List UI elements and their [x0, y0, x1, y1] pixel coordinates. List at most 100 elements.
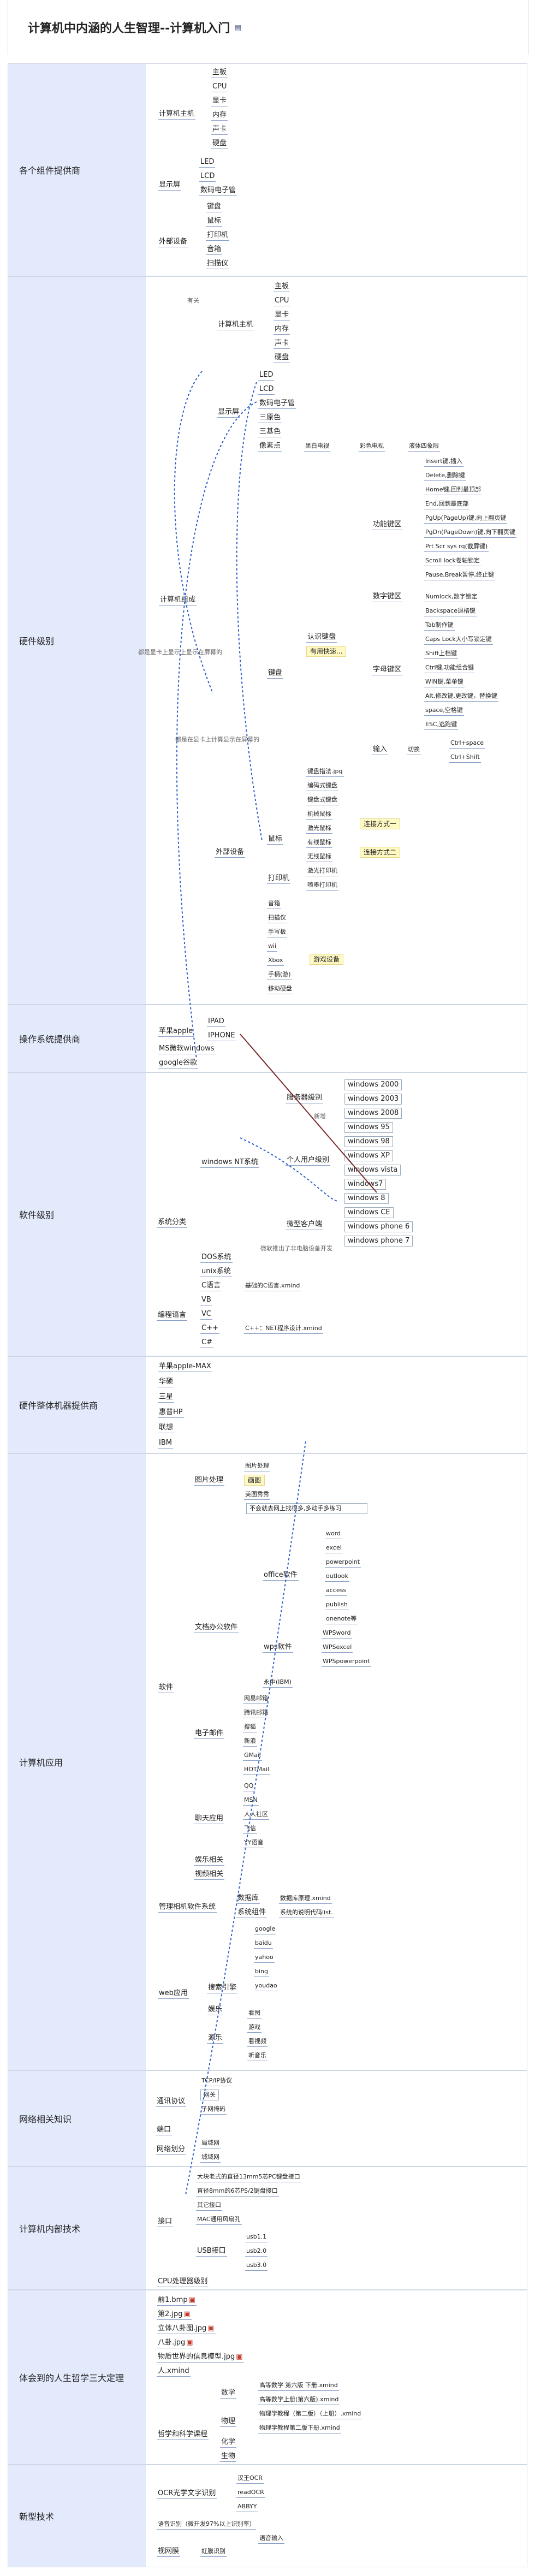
- node-item[interactable]: 主板: [211, 68, 228, 78]
- node-item[interactable]: QQ: [243, 1782, 255, 1791]
- node-item[interactable]: Shift上档键: [424, 649, 459, 659]
- node-item[interactable]: 手柄(游): [267, 970, 292, 980]
- node-item[interactable]: 数码电子管: [258, 399, 296, 409]
- node-network[interactable]: 网络划分: [156, 2145, 187, 2155]
- node-prog[interactable]: 编程语言: [157, 1311, 188, 1321]
- node-item[interactable]: yahoo: [254, 1953, 275, 1963]
- node-search[interactable]: 搜索引擎: [207, 1984, 238, 1993]
- node-item[interactable]: 苹果apple-MAX: [158, 1362, 212, 1372]
- node-file[interactable]: 八卦.jpg▣: [157, 2338, 194, 2348]
- node-ocr[interactable]: OCR光学文字识别: [157, 2489, 217, 2499]
- node-keyboard[interactable]: 键盘: [267, 669, 284, 679]
- node-personal[interactable]: 个人用户级别: [286, 1156, 331, 1166]
- node-item[interactable]: 手写板: [267, 928, 287, 937]
- node-item[interactable]: windows 2000: [344, 1079, 402, 1090]
- node-item[interactable]: LCD: [258, 385, 275, 395]
- node-file-link[interactable]: 物理学教程第二版下册.xmind: [258, 2424, 341, 2433]
- node-port[interactable]: 接口: [157, 2217, 174, 2227]
- node-item[interactable]: 编码式键盘: [306, 781, 338, 791]
- node-item[interactable]: 图片处理: [244, 1462, 270, 1471]
- node-item[interactable]: 三基色: [258, 428, 282, 437]
- node-mouse-note[interactable]: 连接方式一: [360, 818, 401, 829]
- node-item[interactable]: 惠普HP: [158, 1408, 184, 1418]
- node-peripheral[interactable]: 外部设备: [158, 238, 189, 247]
- node-chem[interactable]: 化学: [220, 2438, 237, 2448]
- node-item[interactable]: excel: [325, 1544, 343, 1553]
- node-item[interactable]: GMail: [243, 1751, 262, 1761]
- node-item[interactable]: 联想: [158, 1423, 175, 1433]
- node-mouse[interactable]: 鼠标: [267, 835, 284, 845]
- node-item[interactable]: Insert键,插入: [424, 457, 464, 467]
- node-item[interactable]: 声卡: [274, 339, 290, 349]
- node-item[interactable]: 局域网: [200, 2139, 221, 2148]
- node-item[interactable]: 内存: [211, 111, 228, 121]
- node-item[interactable]: 移动硬盘: [267, 984, 293, 994]
- node-item[interactable]: Scroll lock卷轴锁定: [424, 556, 481, 566]
- node-port[interactable]: 端口: [156, 2126, 173, 2135]
- node-win-nt[interactable]: windows NT系统: [200, 1158, 259, 1168]
- node-item[interactable]: Delete,删除键: [424, 471, 466, 481]
- node-item[interactable]: 语音输入: [258, 2534, 284, 2544]
- node-item[interactable]: usb2.0: [245, 2247, 268, 2257]
- node-item[interactable]: C#: [200, 1338, 213, 1348]
- node-item[interactable]: C++: [200, 1324, 219, 1334]
- node-display[interactable]: 显示屏: [158, 181, 182, 191]
- node-item[interactable]: WPSpowerpoint: [322, 1657, 371, 1667]
- node-game-device[interactable]: 游戏设备: [310, 954, 344, 965]
- node-item[interactable]: 直径8mm的6芯PS/2键盘接口: [196, 2187, 279, 2197]
- node-file-link[interactable]: 数据库原理.xmind: [279, 1894, 332, 1904]
- node-item[interactable]: 听音乐: [247, 2051, 268, 2061]
- node-item[interactable]: usb3.0: [245, 2261, 268, 2271]
- node-protocol[interactable]: 通讯协议: [156, 2097, 187, 2107]
- node-item[interactable]: Caps Lock大小写锁定键: [424, 635, 493, 645]
- node-item[interactable]: google: [254, 1925, 277, 1934]
- node-item[interactable]: 飞信: [243, 1824, 257, 1834]
- node-file-link[interactable]: 高等数学 第六版 下册.xmind: [258, 2381, 339, 2391]
- node-item[interactable]: WPSexcel: [322, 1643, 353, 1653]
- node-item[interactable]: 键盘式键盘: [306, 796, 338, 805]
- node-item[interactable]: 扫描仪: [206, 259, 230, 269]
- node-google[interactable]: google谷歌: [158, 1059, 199, 1069]
- node-item[interactable]: PgUp(PageUp)键,向上翻页键: [424, 514, 508, 524]
- node-item[interactable]: onenote等: [325, 1615, 358, 1624]
- node-cpu[interactable]: CPU处理器级别: [157, 2277, 209, 2287]
- node-item[interactable]: 看图: [247, 2009, 261, 2019]
- node-item[interactable]: windows XP: [344, 1150, 393, 1161]
- node-item[interactable]: windows phone 6: [344, 1221, 413, 1232]
- node-item[interactable]: windows vista: [344, 1165, 401, 1176]
- node-switch[interactable]: 切换: [407, 745, 421, 755]
- node-item[interactable]: 子网掩码: [200, 2105, 227, 2115]
- node-pc-host[interactable]: 计算机主机: [158, 110, 196, 120]
- node-item[interactable]: 黑白电视: [304, 442, 330, 452]
- node-item[interactable]: Ctrl键,功能组合键: [424, 663, 475, 673]
- node-file-link[interactable]: 系统的说明代码list.: [279, 1908, 334, 1918]
- node-learn[interactable]: 哲学和科学课程: [157, 2430, 209, 2440]
- node-item[interactable]: 看视频: [247, 2037, 268, 2047]
- node-item[interactable]: 硬盘: [211, 139, 228, 149]
- node-item[interactable]: 打印机: [206, 231, 230, 241]
- node-item[interactable]: space,空格键: [424, 706, 464, 716]
- node-item[interactable]: usb1.1: [245, 2233, 268, 2242]
- node-useful-tool[interactable]: 有用快速...: [306, 646, 347, 657]
- node-item[interactable]: IBM: [158, 1439, 173, 1449]
- node-voice[interactable]: 语音识别（微开发97%以上识别率）: [157, 2520, 257, 2530]
- node-item[interactable]: windows phone 7: [344, 1236, 413, 1247]
- node-file[interactable]: 人.xmind: [157, 2367, 191, 2377]
- node-item[interactable]: 虹膜识别: [200, 2547, 227, 2557]
- node-item[interactable]: wii: [267, 942, 278, 952]
- node-item[interactable]: LCD: [199, 172, 216, 182]
- node-item[interactable]: Xbox: [267, 956, 284, 966]
- node-item[interactable]: 新浪: [243, 1737, 257, 1747]
- node-item[interactable]: 人人社区: [243, 1810, 269, 1820]
- node-math[interactable]: 数学: [220, 2389, 237, 2399]
- node-item[interactable]: 游戏: [247, 2023, 261, 2033]
- node-keyboard-area[interactable]: 功能键区: [372, 520, 403, 530]
- node-item[interactable]: 激光打印机: [306, 866, 338, 876]
- node-item[interactable]: 喷墨打印机: [306, 881, 338, 891]
- node-item[interactable]: 网易邮箱: [243, 1694, 269, 1704]
- node-item[interactable]: 机械鼠标: [306, 810, 332, 820]
- node-item[interactable]: windows 8: [344, 1193, 389, 1204]
- node-item[interactable]: LED: [199, 158, 216, 168]
- node-item[interactable]: MAC通用风扇孔: [196, 2215, 242, 2225]
- node-server[interactable]: 服务器级别: [286, 1094, 324, 1103]
